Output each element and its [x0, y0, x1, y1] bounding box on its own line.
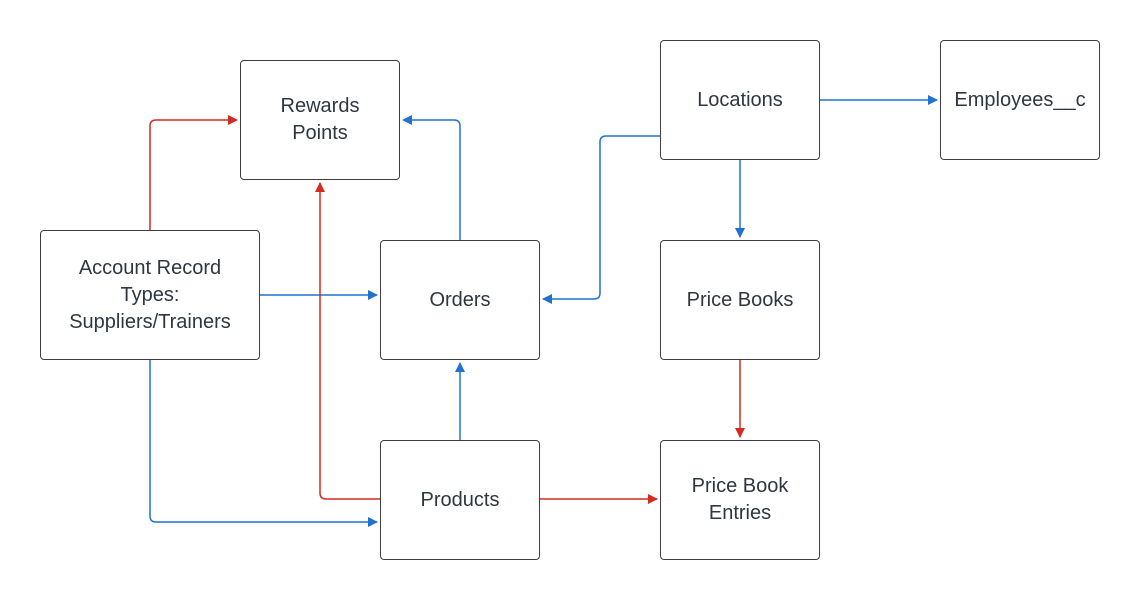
- edge-account-to-products: [149, 360, 378, 527]
- node-locations[interactable]: Locations: [660, 40, 820, 160]
- node-label: Products: [420, 488, 500, 511]
- node-employees[interactable]: Employees__c: [940, 40, 1100, 160]
- node-label: Orders: [429, 288, 491, 311]
- edge-locations-to-orders: [542, 135, 660, 304]
- node-label: Employees__c: [954, 88, 1086, 111]
- node-label: Account Record Types: Suppliers/Trainers: [69, 256, 231, 333]
- node-label: Price Book Entries: [691, 475, 789, 524]
- node-rewards-points[interactable]: Rewards Points: [240, 60, 400, 180]
- edge-products-to-rewards: [315, 182, 380, 500]
- node-orders[interactable]: Orders: [380, 240, 540, 360]
- edge-account-to-rewards: [149, 115, 238, 230]
- node-label: Locations: [697, 88, 783, 111]
- node-products[interactable]: Products: [380, 440, 540, 560]
- edge-orders-to-rewards: [402, 115, 461, 240]
- node-label: Rewards Points: [280, 95, 360, 144]
- node-price-books[interactable]: Price Books: [660, 240, 820, 360]
- node-label: Price Books: [686, 288, 794, 311]
- node-account-record-types[interactable]: Account Record Types: Suppliers/Trainers: [40, 230, 260, 360]
- node-price-book-entries[interactable]: Price Book Entries: [660, 440, 820, 560]
